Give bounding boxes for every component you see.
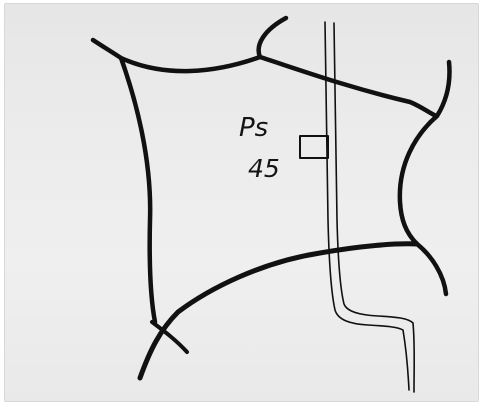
corridor-line-left — [325, 22, 409, 390]
label-ps: Ps — [239, 113, 268, 143]
marker-rectangle — [300, 136, 328, 158]
right-boundary-line — [400, 62, 450, 294]
left-boundary-line — [121, 58, 155, 322]
bottom-boundary-line — [140, 244, 417, 378]
label-value: 45 — [248, 154, 280, 183]
top-boundary-line — [93, 18, 436, 116]
